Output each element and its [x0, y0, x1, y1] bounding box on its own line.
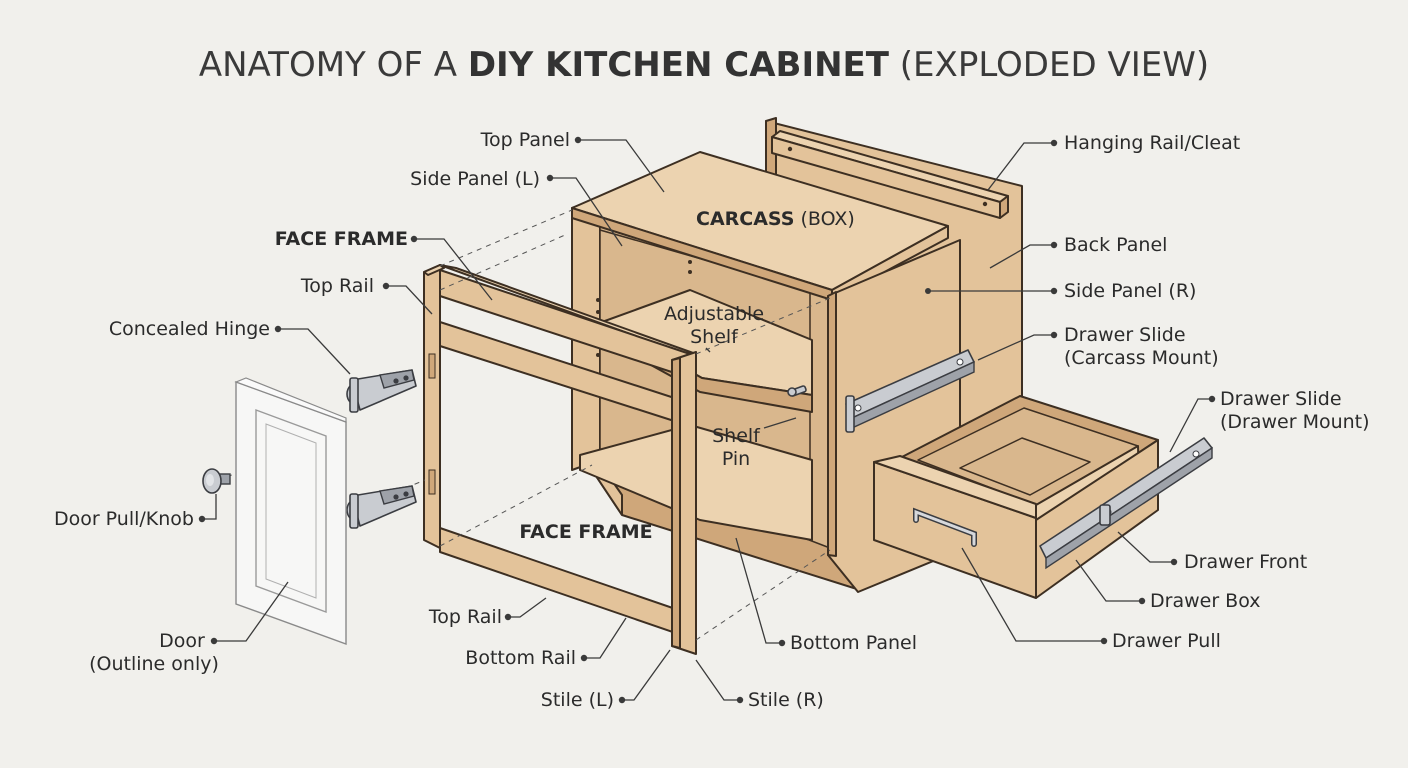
label-slide-carcass-2: (Carcass Mount) — [1064, 347, 1219, 369]
label-side-panel-left: Side Panel (L) — [410, 168, 540, 190]
concealed-hinge-lower — [346, 485, 417, 529]
label-concealed-hinge: Concealed Hinge — [109, 318, 270, 340]
carcass — [571, 151, 961, 593]
diagram-title: ANATOMY OF A DIY KITCHEN CABINET (EXPLOD… — [199, 45, 1209, 85]
label-door-pull-knob: Door Pull/Knob — [54, 508, 194, 530]
drawer-slide-carcass-mount — [845, 349, 975, 433]
label-adjustable-shelf-1: Adjustable — [664, 303, 764, 325]
label-door-1: Door — [159, 630, 205, 652]
drawer-pull — [913, 507, 977, 547]
label-drawer-front: Drawer Front — [1184, 551, 1307, 573]
label-stile-left: Stile (L) — [541, 689, 614, 711]
label-top-rail-lower: Top Rail — [428, 606, 502, 628]
label-stile-right: Stile (R) — [748, 689, 824, 711]
label-drawer-box: Drawer Box — [1150, 590, 1260, 612]
label-carcass: CARCASS (BOX) — [696, 208, 855, 230]
shelf-pin — [787, 385, 807, 397]
label-adjustable-shelf-2: Shelf — [690, 326, 739, 348]
label-slide-drawer-1: Drawer Slide — [1220, 388, 1342, 410]
face-frame — [423, 264, 697, 655]
label-face-frame-lower: FACE FRAME — [519, 521, 652, 543]
label-back-panel: Back Panel — [1064, 234, 1167, 256]
label-drawer-pull: Drawer Pull — [1112, 630, 1221, 652]
hanging-rail — [771, 130, 1009, 219]
label-bottom-panel: Bottom Panel — [790, 632, 917, 654]
label-face-frame-top: FACE FRAME — [275, 228, 408, 250]
label-shelf-pin-1: Shelf — [712, 425, 761, 447]
label-door-2: (Outline only) — [89, 653, 219, 675]
label-hanging-rail: Hanging Rail/Cleat — [1064, 132, 1240, 154]
label-slide-drawer-2: (Drawer Mount) — [1220, 411, 1370, 433]
door-outline — [234, 377, 347, 645]
leader-lines — [198, 136, 1216, 704]
drawer-slide-drawer-mount — [1039, 437, 1213, 570]
label-bottom-rail: Bottom Rail — [465, 647, 576, 669]
label-top-rail-upper: Top Rail — [300, 275, 374, 297]
door-pull-knob — [202, 468, 231, 494]
label-shelf-pin-2: Pin — [722, 448, 750, 470]
concealed-hinge-upper — [346, 369, 417, 413]
label-slide-carcass-1: Drawer Slide — [1064, 324, 1186, 346]
label-side-panel-right: Side Panel (R) — [1064, 280, 1196, 302]
label-top-panel: Top Panel — [480, 129, 570, 151]
